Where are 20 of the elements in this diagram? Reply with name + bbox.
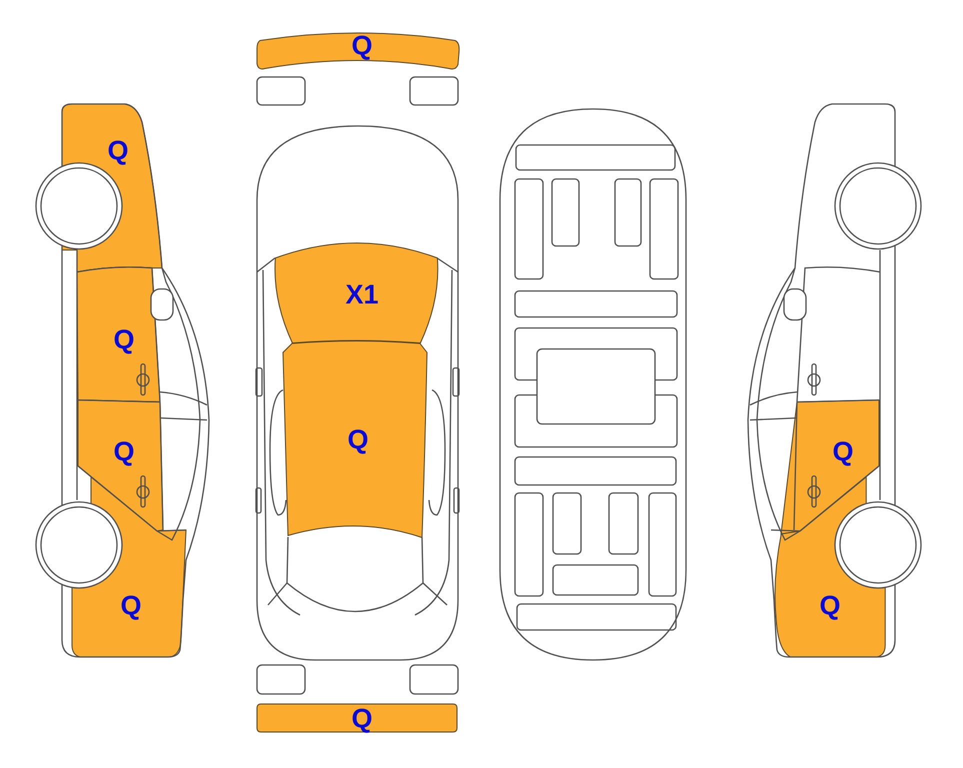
damage-code: Q bbox=[108, 138, 128, 164]
door-panel bbox=[77, 399, 164, 532]
damage-code: Q bbox=[114, 438, 134, 466]
bumper-panel bbox=[256, 32, 460, 70]
damage-code: Q bbox=[352, 32, 372, 60]
damage-code: Q bbox=[114, 326, 134, 354]
damage-code: X1 bbox=[345, 282, 378, 308]
damage-code: Q bbox=[832, 438, 854, 466]
damage-code: Q bbox=[819, 592, 840, 620]
bumper-panel bbox=[256, 703, 458, 733]
door-panel bbox=[76, 266, 161, 403]
damage-code: Q bbox=[348, 426, 368, 454]
windshield-panel bbox=[274, 242, 438, 344]
damage-code: Q bbox=[352, 706, 372, 732]
roof-panel bbox=[282, 340, 428, 538]
door-panel bbox=[780, 399, 880, 535]
quarter-panel bbox=[774, 476, 886, 658]
damage-code: Q bbox=[120, 592, 142, 620]
fender-panel bbox=[61, 103, 163, 273]
quarter-panel bbox=[71, 476, 187, 658]
